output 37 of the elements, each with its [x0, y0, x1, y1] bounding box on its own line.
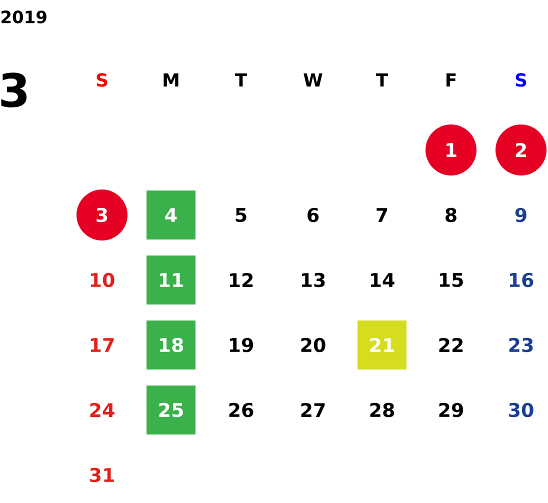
date-number: 22	[439, 338, 463, 352]
weekday-header: F	[446, 73, 456, 87]
date-number: 28	[370, 402, 394, 418]
date-number: 19	[230, 338, 253, 352]
date-number: 23	[509, 338, 533, 352]
date-number: 14	[370, 273, 394, 287]
highlighted-date-box: 18	[146, 320, 196, 370]
date-number: 15	[440, 272, 463, 288]
highlighted-date-box: 21	[358, 320, 406, 370]
weekday-header: T	[234, 73, 248, 87]
date-number: 7	[376, 208, 388, 222]
date-number: 27	[301, 402, 325, 418]
date-number: 13	[302, 272, 325, 288]
date-number: 29	[439, 402, 463, 418]
date-number: 31	[90, 468, 114, 482]
highlighted-date-box: 25	[146, 386, 196, 434]
date-number: 12	[230, 272, 253, 288]
date-number: 26	[229, 402, 254, 418]
date-number: 20	[301, 338, 326, 352]
month-number: 3	[1, 72, 27, 108]
highlighted-date-box: 4	[146, 190, 196, 240]
weekday-header: W	[304, 73, 322, 87]
highlighted-date-box: 11	[146, 256, 196, 304]
date-number: 16	[510, 272, 534, 288]
date-number: 10	[90, 272, 114, 288]
weekday-header: M	[164, 73, 178, 87]
year-label: 2019	[2, 10, 46, 24]
date-number: 9	[515, 208, 526, 222]
date-number: 6	[308, 208, 319, 222]
date-number: 17	[90, 338, 114, 352]
date-number: 5	[236, 208, 246, 222]
weekday-header: T	[376, 73, 388, 87]
weekday-header: S	[96, 73, 108, 87]
weekday-header: S	[516, 73, 526, 87]
date-number: 8	[446, 208, 456, 222]
date-number: 30	[509, 402, 534, 418]
date-number: 24	[90, 402, 114, 418]
